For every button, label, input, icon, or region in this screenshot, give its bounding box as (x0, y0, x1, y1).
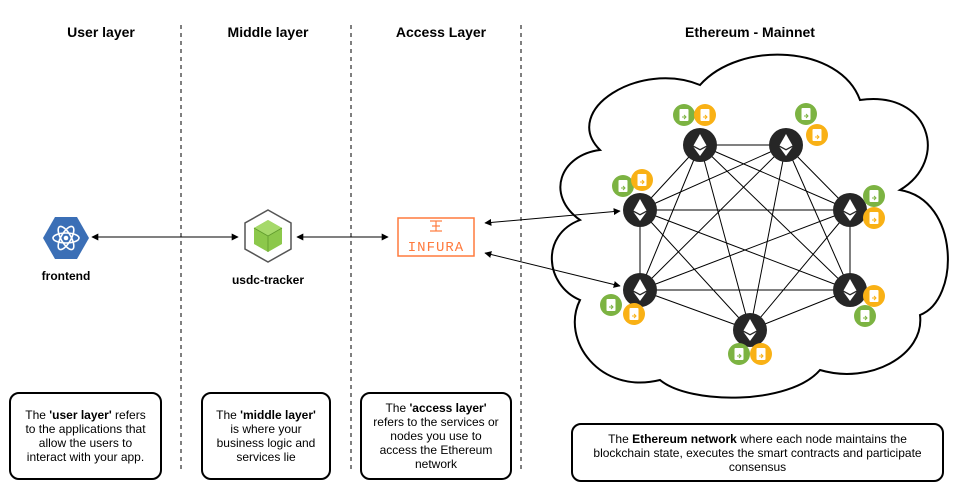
mesh-link (639, 144, 701, 291)
contract-badge-green-icon (794, 102, 818, 126)
node-mesh (639, 144, 851, 331)
ethereum-icon (623, 193, 657, 227)
contract-badge-yellow-icon (749, 342, 773, 366)
contract-badge-green-icon (611, 174, 635, 198)
arrow-infura-node-left-bottom (484, 251, 621, 288)
react-icon (43, 217, 89, 259)
middle-layer-description: The 'middle layer' is where your busines… (201, 392, 331, 480)
mesh-link (749, 209, 851, 331)
mesh-link (639, 144, 787, 211)
ethereum-icon (769, 128, 803, 162)
header-user-layer: User layer (67, 24, 135, 40)
infura-logo: INFURA (397, 217, 475, 257)
ethereum-icon (683, 128, 717, 162)
mesh-link (639, 209, 851, 291)
contract-badge-yellow-icon (693, 103, 717, 127)
mesh-link (699, 144, 851, 211)
infura-label: INFURA (408, 240, 464, 256)
contract-badge-yellow-icon (805, 123, 829, 147)
mesh-link (639, 289, 751, 331)
nodejs-icon (244, 209, 292, 263)
header-access-layer: Access Layer (395, 24, 487, 40)
user-layer-description: The 'user layer' refers to the applicati… (9, 392, 162, 480)
contract-badge-green-icon (672, 103, 696, 127)
header-ethereum-mainnet: Ethereum - Mainnet (685, 24, 815, 40)
ethereum-icon (733, 313, 767, 347)
ethereum-network-description: The Ethereum network where each node mai… (571, 423, 944, 482)
contract-badge-green-icon (853, 304, 877, 328)
ethereum-icon (623, 273, 657, 307)
header-middle-layer: Middle layer (227, 24, 309, 40)
contract-badge-green-icon (862, 184, 886, 208)
usdc-tracker-label: usdc-tracker (231, 273, 305, 287)
contract-badge-yellow-icon (622, 302, 646, 326)
mesh-link (785, 144, 851, 291)
layer-separators (180, 25, 522, 470)
arrow-infura-node-left-top (484, 208, 621, 226)
contract-badge-yellow-icon (862, 206, 886, 230)
contract-badge-yellow-icon (630, 168, 654, 192)
ethereum-icon (833, 193, 867, 227)
ethereum-icon (833, 273, 867, 307)
access-layer-description: The 'access layer' refers to the service… (360, 392, 512, 480)
contract-badge-yellow-icon (862, 284, 886, 308)
mesh-link (639, 209, 751, 331)
mesh-link (639, 144, 787, 291)
mesh-link (699, 144, 851, 291)
mesh-link (699, 144, 751, 331)
contract-badge-green-icon (727, 342, 751, 366)
mesh-link (749, 289, 851, 331)
frontend-label: frontend (41, 269, 91, 283)
mesh-link (749, 144, 787, 331)
contract-badge-green-icon (599, 293, 623, 317)
